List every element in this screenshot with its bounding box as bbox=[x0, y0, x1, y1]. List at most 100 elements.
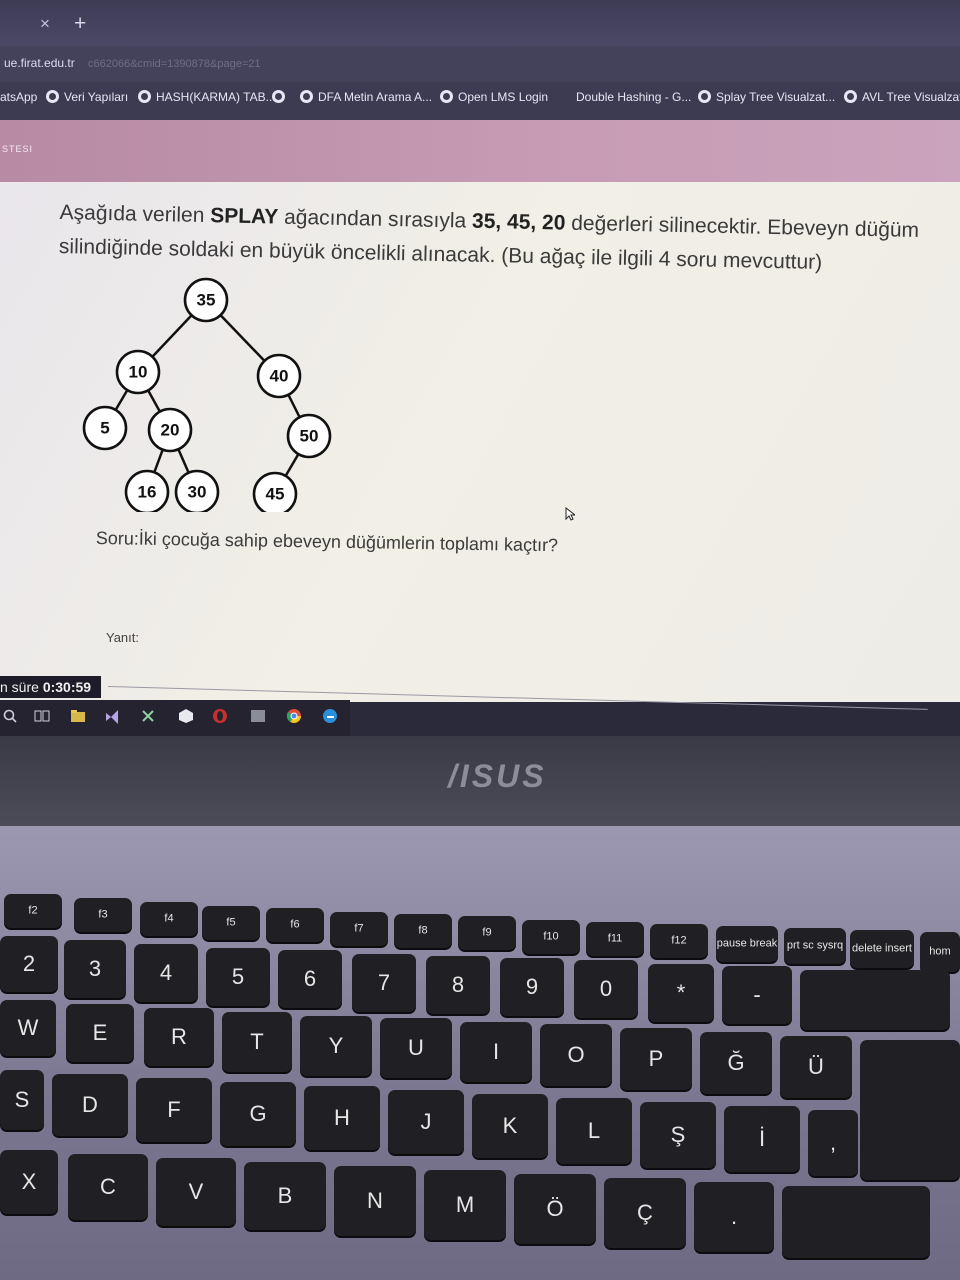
key-f6[interactable]: f6 bbox=[266, 908, 324, 942]
key-enter[interactable] bbox=[860, 1040, 960, 1180]
key-f9[interactable]: f9 bbox=[458, 916, 516, 950]
key-c[interactable]: C bbox=[68, 1154, 148, 1220]
tree-node: 5 bbox=[82, 405, 128, 451]
opera-icon[interactable] bbox=[212, 708, 228, 724]
key-home[interactable]: hom bbox=[920, 932, 960, 972]
key-v[interactable]: V bbox=[156, 1158, 236, 1226]
key-w[interactable]: W bbox=[0, 1000, 56, 1056]
close-tab-icon[interactable]: × bbox=[40, 14, 50, 33]
bookmark-hash-table[interactable]: HASH(KARMA) TAB... bbox=[138, 90, 276, 104]
key-minus[interactable]: - bbox=[722, 966, 792, 1024]
tree-node: 10 bbox=[115, 349, 161, 395]
bookmark-splay-tree[interactable]: Splay Tree Visualzat... bbox=[698, 90, 835, 104]
site-label: STESI bbox=[2, 144, 34, 154]
bookmark-open-lms[interactable]: Open LMS Login bbox=[440, 90, 548, 104]
key-8[interactable]: 8 bbox=[426, 956, 490, 1014]
svg-text:40: 40 bbox=[270, 367, 289, 386]
key-j[interactable]: J bbox=[388, 1090, 464, 1154]
key-delete[interactable]: delete insert bbox=[850, 930, 914, 968]
tab-strip: × + bbox=[0, 0, 960, 46]
bookmark-globe[interactable] bbox=[272, 90, 290, 104]
task-view-icon[interactable] bbox=[34, 708, 50, 724]
bookmark-dfa[interactable]: DFA Metin Arama A... bbox=[300, 90, 432, 104]
key-u-umlaut[interactable]: Ü bbox=[780, 1036, 852, 1098]
key-k[interactable]: K bbox=[472, 1094, 548, 1158]
key-c-cedilla[interactable]: Ç bbox=[604, 1178, 686, 1248]
key-f10[interactable]: f10 bbox=[522, 920, 580, 954]
app-icon[interactable] bbox=[140, 708, 156, 724]
key-2[interactable]: 2 bbox=[0, 936, 58, 992]
key-i-dotted[interactable]: İ bbox=[724, 1106, 800, 1172]
key-4[interactable]: 4 bbox=[134, 944, 198, 1002]
key-6[interactable]: 6 bbox=[278, 950, 342, 1008]
new-tab-icon[interactable]: + bbox=[74, 12, 87, 35]
key-5[interactable]: 5 bbox=[206, 948, 270, 1006]
key-h[interactable]: H bbox=[304, 1086, 380, 1150]
image-app-icon[interactable] bbox=[250, 708, 266, 724]
question-prompt: Soru:İki çocuğa sahip ebeveyn düğümlerin… bbox=[95, 528, 559, 556]
key-t[interactable]: T bbox=[222, 1012, 292, 1072]
svg-text:30: 30 bbox=[188, 483, 207, 502]
key-l[interactable]: L bbox=[556, 1098, 632, 1164]
address-bar[interactable]: ue.firat.edu.tr c662066&cmid=1390878&pag… bbox=[0, 46, 960, 82]
key-x[interactable]: X bbox=[0, 1150, 58, 1214]
chrome-icon[interactable] bbox=[286, 708, 302, 724]
svg-text:20: 20 bbox=[161, 421, 180, 440]
edge-browser-icon[interactable] bbox=[322, 708, 338, 724]
key-f[interactable]: F bbox=[136, 1078, 212, 1142]
bookmark-avl-tree[interactable]: AVL Tree Visualzati bbox=[844, 90, 960, 104]
key-b[interactable]: B bbox=[244, 1162, 326, 1230]
globe-icon bbox=[300, 90, 313, 103]
search-icon[interactable] bbox=[2, 708, 18, 724]
key-f8[interactable]: f8 bbox=[394, 914, 452, 948]
svg-text:16: 16 bbox=[138, 483, 157, 502]
key-g[interactable]: G bbox=[220, 1082, 296, 1146]
remaining-time: n süre 0:30:59 bbox=[0, 676, 102, 698]
key-7[interactable]: 7 bbox=[352, 954, 416, 1012]
key-o-umlaut[interactable]: Ö bbox=[514, 1174, 596, 1244]
bookmark-veri-yapilari[interactable]: Veri Yapıları bbox=[46, 90, 128, 104]
key-f5[interactable]: f5 bbox=[202, 906, 260, 940]
key-backspace[interactable] bbox=[800, 970, 950, 1030]
key-f2[interactable]: f2 bbox=[4, 894, 62, 928]
key-s-cedilla[interactable]: Ş bbox=[640, 1102, 716, 1168]
visual-studio-icon[interactable] bbox=[104, 708, 120, 724]
key-pause-break[interactable]: pause break bbox=[716, 926, 778, 962]
key-comma[interactable]: , bbox=[808, 1110, 858, 1176]
key-o[interactable]: O bbox=[540, 1024, 612, 1086]
key-m[interactable]: M bbox=[424, 1170, 506, 1240]
bookmark-double-hashing[interactable]: Double Hashing - G... bbox=[576, 90, 692, 104]
key-0[interactable]: 0 bbox=[574, 960, 638, 1018]
key-f7[interactable]: f7 bbox=[330, 912, 388, 946]
key-u[interactable]: U bbox=[380, 1018, 452, 1078]
key-g-breve[interactable]: Ğ bbox=[700, 1032, 772, 1094]
key-e[interactable]: E bbox=[66, 1004, 134, 1062]
cube-app-icon[interactable] bbox=[178, 708, 194, 724]
key-3[interactable]: 3 bbox=[64, 940, 126, 998]
key-asterisk[interactable]: * bbox=[648, 964, 714, 1022]
key-9[interactable]: 9 bbox=[500, 958, 564, 1016]
delete-values: 35, 45, 20 bbox=[471, 209, 566, 235]
key-n[interactable]: N bbox=[334, 1166, 416, 1236]
globe-icon bbox=[698, 90, 711, 103]
key-r[interactable]: R bbox=[144, 1008, 214, 1066]
key-y[interactable]: Y bbox=[300, 1016, 372, 1076]
key-f11[interactable]: f11 bbox=[586, 922, 644, 956]
key-f12[interactable]: f12 bbox=[650, 924, 708, 958]
splay-tree-diagram: 35 10 40 5 20 50 16 30 45 bbox=[82, 277, 332, 512]
key-f3[interactable]: f3 bbox=[74, 898, 132, 932]
key-d[interactable]: D bbox=[52, 1074, 128, 1136]
key-i[interactable]: I bbox=[460, 1022, 532, 1082]
key-prt-sc[interactable]: prt sc sysrq bbox=[784, 928, 846, 964]
file-explorer-icon[interactable] bbox=[70, 708, 86, 724]
answer-label: Yanıt: bbox=[106, 630, 140, 645]
key-shift-right[interactable] bbox=[782, 1186, 930, 1258]
key-p[interactable]: P bbox=[620, 1028, 692, 1090]
bookmark-icon bbox=[46, 90, 59, 103]
mouse-cursor-icon bbox=[565, 507, 575, 521]
svg-text:35: 35 bbox=[197, 291, 216, 310]
key-period[interactable]: . bbox=[694, 1182, 774, 1252]
key-f4[interactable]: f4 bbox=[140, 902, 198, 936]
key-s[interactable]: S bbox=[0, 1070, 44, 1130]
bookmark-whatsapp[interactable]: atsApp bbox=[0, 90, 38, 104]
